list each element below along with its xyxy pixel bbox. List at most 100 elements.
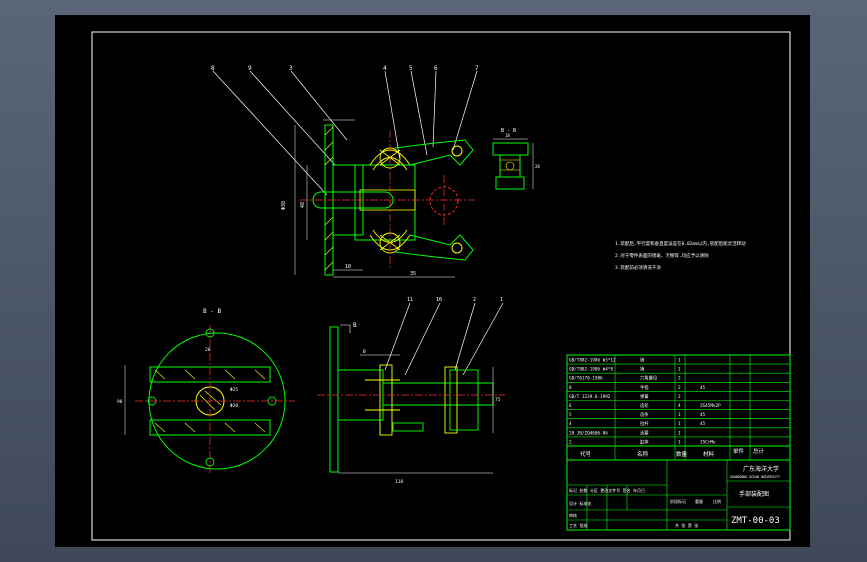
tb-weight: 重量 (695, 498, 703, 504)
balloon-bottom-1: 10 (436, 297, 442, 303)
bom-cell-qty: 1 (678, 367, 681, 373)
balloon-bottom-2: 2 (473, 297, 476, 303)
bom-cell-code: 5 (569, 412, 572, 418)
bom-cell-mat: 45 (700, 421, 706, 427)
bom-cell-mat: 35CrMo (700, 439, 716, 445)
dim-height-left: Φ38 (281, 201, 287, 210)
bom-cell-mat: 45 (700, 385, 706, 391)
bom-header-weight1: 单件 (733, 447, 745, 455)
rack-housing (354, 164, 416, 241)
tb-sheet: 共 张 第 张 (675, 522, 698, 528)
detail-h: 28 (535, 164, 540, 169)
bom-cell-code: 8 (569, 385, 572, 391)
balloon-bottom-3: 1 (500, 297, 503, 303)
bom-cell-code: GB/T6170-1986 (569, 376, 603, 382)
section-b-view: B - B (117, 308, 295, 475)
side-plate (329, 326, 339, 473)
bom-header-mat: 材料 (703, 450, 715, 458)
bom-cell-mat: 45 (700, 412, 706, 418)
side-view: 11 10 2 1 B (317, 297, 505, 485)
tb-row-1: 设计 标准化 (569, 500, 591, 506)
bom-cell-code: GB/T882-1986 Φ5*12 (569, 358, 616, 364)
tb-row-2: 审核 (569, 512, 577, 518)
detail-w: 18 (505, 133, 510, 138)
bom-cell-name: 活塞 (640, 429, 649, 436)
bom-cell-name: 齿轮 (640, 402, 649, 409)
cad-drawing: 8 9 3 4 5 6 7 (91, 31, 791, 541)
tb-school: 广东海洋大学 (743, 465, 779, 473)
bom-cell-qty: 1 (678, 412, 681, 418)
finger-lower (394, 234, 474, 261)
bom-cell-name: 销 (640, 357, 645, 364)
note-line-2: 2.对于零件表面的锈斑、污物等,均应予以清除 (615, 252, 709, 259)
tb-title: 手部装配图 (739, 490, 769, 498)
bom-cell-name: 销 (640, 366, 645, 373)
bom-header-code: 代号 (580, 450, 592, 458)
bom-cell-qty: 1 (678, 421, 681, 427)
balloon-top-1: 9 (248, 65, 252, 72)
finger-upper (394, 139, 474, 166)
dim-circle2: Φ20 (230, 403, 238, 409)
tb-row-0: 标记 处数 分区 更改文件号 签名 年月日 (569, 487, 645, 493)
bom-cell-qty: 2 (678, 385, 681, 391)
bom-header-qty: 数量 (676, 450, 688, 458)
detail-view: B - B 18 28 (492, 128, 540, 190)
title-block: 标记 处数 分区 更改文件号 签名 年月日 设计 标准化 审核 工艺 批准 阶段… (566, 459, 791, 531)
bom-cell-qty: 1 (678, 430, 681, 436)
bom-cell-name: 齿条 (640, 411, 649, 418)
bom-cell-name: 六角螺母 (640, 375, 658, 382)
bom-cell-qty: 4 (678, 403, 681, 409)
bom-cell-name: 拉杆 (640, 420, 649, 427)
detail-label: B - B (501, 128, 516, 134)
top-view: 8 9 3 4 5 6 7 (211, 65, 479, 278)
tb-drawing-no: ZMT-00-03 (731, 516, 780, 526)
bom-cell-mat: ZG45Mn2P (700, 403, 721, 409)
bom-cell-code: GB/T 1239.6-1992 (569, 394, 611, 400)
section-arrow-label: B (353, 322, 357, 329)
balloon-top-2: 3 (289, 65, 293, 72)
bom-header-name: 名称 (637, 450, 649, 458)
bom-header-weight2: 总计 (753, 447, 765, 455)
bom-cell-qty: 1 (678, 439, 681, 445)
tb-stage: 阶段标记 (670, 498, 686, 504)
bom-cell-code: 6 (569, 403, 572, 409)
tb-row-3: 工艺 批准 (569, 522, 587, 528)
dim-left-h: 98 (117, 399, 123, 405)
piston-rod (312, 191, 394, 209)
note-line-3: 3.装配前必须清洗干净 (615, 264, 661, 271)
drawing-viewport[interactable]: 8 9 3 4 5 6 7 (55, 15, 810, 547)
tb-school-en: GUANGDONG OCEAN UNIVERSITY (730, 475, 780, 479)
note-line-1: 1.装配后,平行度和垂直度误差在0.02mm以内,装配后能灵活转动 (615, 240, 746, 247)
bom-cell-name: 弹簧 (640, 393, 649, 400)
balloon-top-6: 7 (475, 65, 479, 72)
balloon-top-3: 4 (383, 65, 387, 72)
bom-cell-code: GB/T882-1986 Φ4*8 (569, 367, 613, 373)
bom-cell-code: 20_JB/ZQ4606-86 (569, 430, 608, 436)
bom-cell-qty: 2 (678, 394, 681, 400)
section-b-label: B - B (203, 308, 221, 315)
dim-top-total: 35 (410, 271, 416, 277)
dim-bottom-len: 118 (395, 479, 403, 485)
section-small-label: B (363, 349, 366, 355)
dim-top-width: 10 (345, 264, 351, 270)
balloon-top-5: 6 (434, 65, 438, 72)
tb-scale: 比例 (713, 498, 721, 504)
bom-cell-name: 缸体 (640, 438, 649, 445)
tech-notes: 1.装配后,平行度和垂直度误差在0.02mm以内,装配后能灵活转动 2.对于零件… (615, 240, 746, 271)
balloon-bottom-0: 11 (407, 297, 413, 303)
side-rod (382, 382, 494, 406)
balloon-top-4: 5 (409, 65, 413, 72)
dim-circle: Φ25 (230, 387, 238, 393)
bom-cell-qty: 2 (678, 376, 681, 382)
outer-frame (91, 31, 791, 541)
balloon-top-0: 8 (211, 65, 215, 72)
bom-cell-code: 4 (569, 421, 572, 427)
dim-height-mid: 48 (300, 202, 306, 208)
dim-side-h: 75 (495, 397, 501, 403)
bom-cell-name: 手指 (640, 384, 649, 391)
dim-top-arc: 28 (205, 347, 211, 353)
bom-cell-qty: 1 (678, 358, 681, 364)
bom-cell-code: 2 (569, 439, 572, 445)
